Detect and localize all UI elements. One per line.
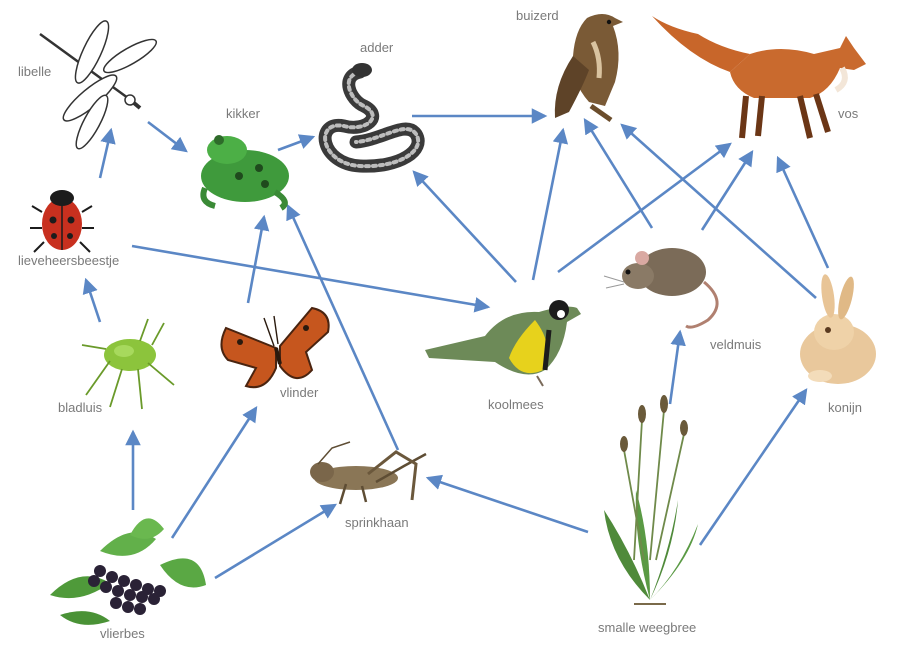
buzzard-icon [555,14,623,120]
arrow-veldmuis-to-buizerd [585,120,652,228]
butterfly-icon [221,308,328,387]
arrow-lieveheersbeestje-to-libelle [100,130,111,178]
arrow-smalle-weegbree-to-sprinkhaan [428,478,588,532]
arrow-koolmees-to-buizerd [533,130,563,280]
plantain-icon [604,395,698,604]
aphid-icon [82,319,174,409]
mouse-icon [604,248,717,327]
label-vlinder: vlinder [280,385,319,400]
arrow-kikker-to-adder [278,137,313,150]
label-vos: vos [838,106,859,121]
grasshopper-icon [310,442,426,504]
label-vlierbes: vlierbes [100,626,145,641]
label-bladluis: bladluis [58,400,103,415]
label-buizerd: buizerd [516,8,559,23]
label-veldmuis: veldmuis [710,337,762,352]
frog-icon [201,135,289,208]
label-kikker: kikker [226,106,261,121]
dragonfly-icon [40,17,160,152]
arrow-koolmees-to-adder [414,172,516,282]
titmouse-icon [425,300,581,386]
label-konijn: konijn [828,400,862,415]
rabbit-icon [800,273,876,384]
arrow-vlierbes-to-vlinder [172,408,256,538]
arrow-vlierbes-to-sprinkhaan [215,505,335,578]
arrow-smalle-weegbree-to-veldmuis [670,332,680,404]
label-smalle-weegbree: smalle weegbree [598,620,696,635]
label-libelle: libelle [18,64,51,79]
label-koolmees: koolmees [488,397,544,412]
snake-icon [325,63,418,166]
elderberry-icon [50,518,206,625]
arrow-konijn-to-vos [778,158,828,268]
fox-icon [652,16,866,138]
arrow-smalle-weegbree-to-konijn [700,390,806,545]
arrow-bladluis-to-lieveheersbeestje [86,280,100,322]
label-lieveheersbeestje: lieveheersbeestje [18,253,119,268]
arrow-vlinder-to-kikker [248,217,264,303]
arrow-libelle-to-kikker [148,122,186,151]
label-adder: adder [360,40,394,55]
label-sprinkhaan: sprinkhaan [345,515,409,530]
ladybug-icon [30,190,94,252]
